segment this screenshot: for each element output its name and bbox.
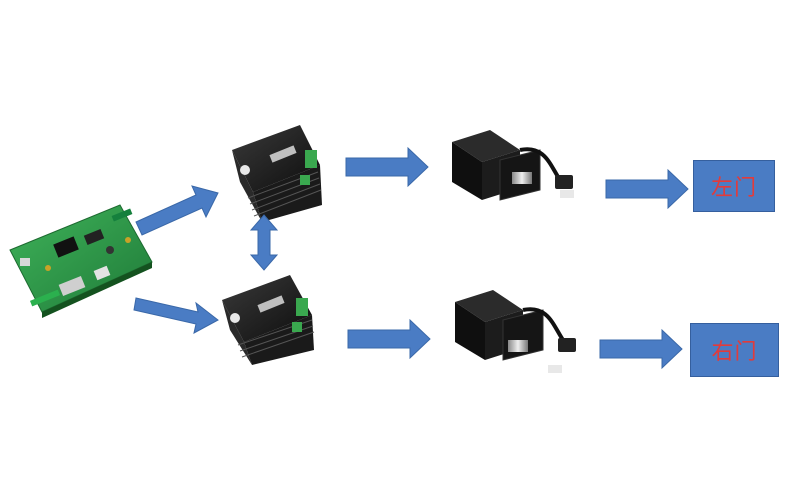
arrow-motor-top-to-left-door bbox=[605, 168, 689, 210]
servo-motor-bottom-image bbox=[455, 290, 576, 373]
controller-board-image bbox=[9, 204, 153, 318]
right-door-box: 右门 bbox=[690, 323, 779, 377]
servo-driver-bottom-image bbox=[222, 275, 315, 365]
arrow-controller-to-driver-top bbox=[135, 185, 219, 236]
servo-motor-top-image bbox=[452, 130, 574, 201]
right-door-label: 右门 bbox=[711, 340, 758, 365]
arrow-controller-to-driver-bottom bbox=[133, 297, 219, 334]
left-door-box: 左门 bbox=[693, 160, 775, 212]
arrow-driver-bottom-to-motor-bottom bbox=[347, 318, 431, 360]
arrow-driver-top-to-motor-top bbox=[345, 146, 429, 188]
servo-driver-top-image bbox=[232, 125, 322, 222]
arrow-driver-top-driver-bottom bbox=[249, 214, 279, 271]
left-door-label: 左门 bbox=[710, 176, 757, 201]
arrow-motor-bottom-to-right-door bbox=[599, 328, 683, 370]
